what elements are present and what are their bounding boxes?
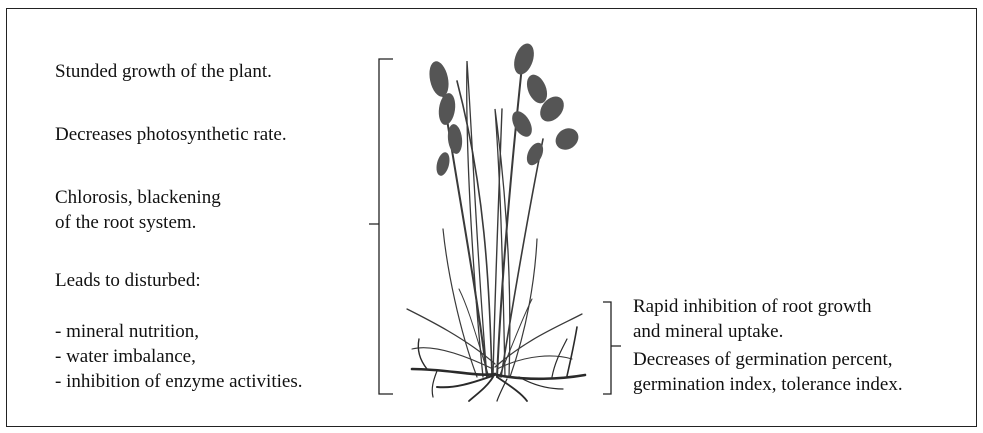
left-bracket [369,59,393,394]
diagram-graphics [7,9,976,426]
root-bracket [603,302,621,394]
spikelet-clusters [426,41,582,177]
figure-frame: Stunded growth of the plant. Decreases p… [6,8,977,427]
